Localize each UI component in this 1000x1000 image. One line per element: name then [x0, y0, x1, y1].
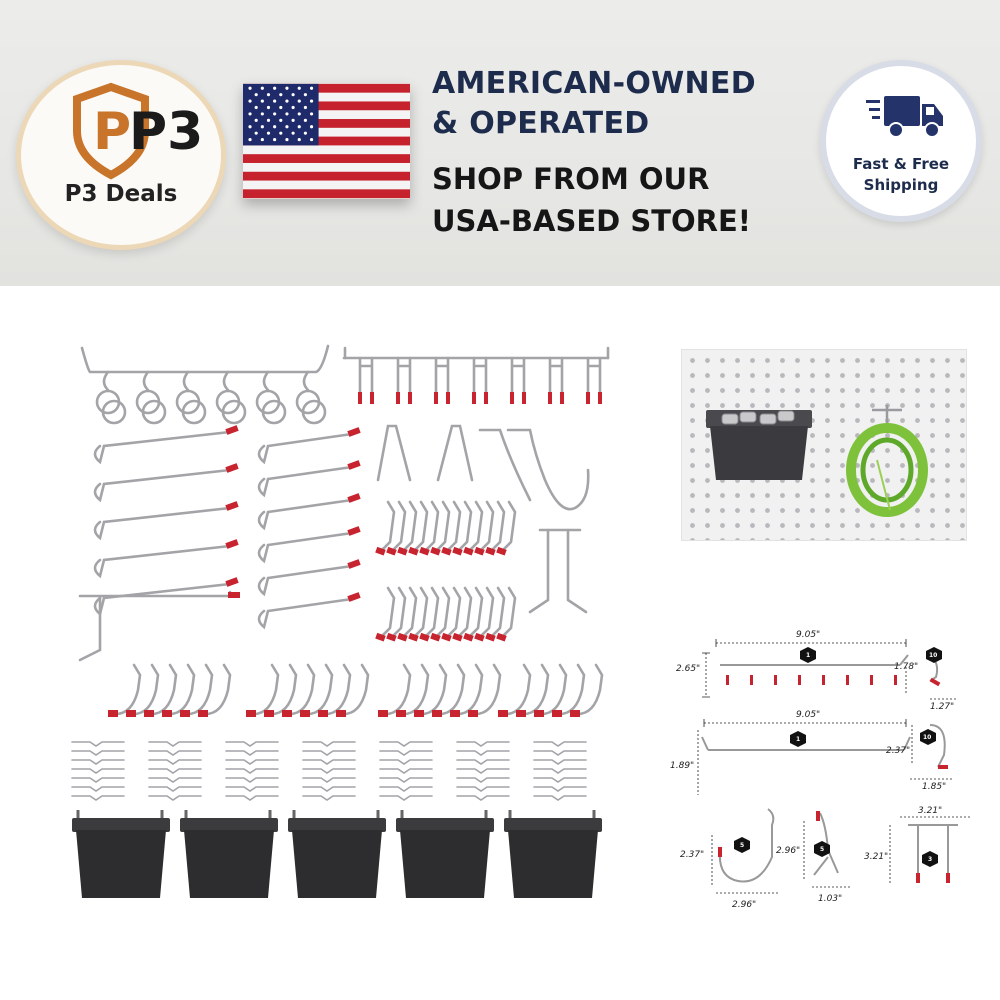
- headline-line-1: AMERICAN-OWNED: [432, 66, 756, 101]
- dim-rail1-height: 2.65": [676, 664, 700, 674]
- logo-mark: P3: [129, 102, 203, 162]
- straight-hook-rail: [342, 346, 610, 400]
- storage-bin: [288, 810, 386, 898]
- shipping-line-1: Fast & Free: [852, 155, 950, 173]
- svg-text:P: P: [93, 102, 131, 162]
- shipping-text: Fast & Free Shipping: [826, 154, 976, 196]
- storage-bin: [72, 810, 170, 898]
- pack-double-hook: 3: [928, 856, 932, 863]
- pack-10-a: 10: [929, 652, 937, 659]
- headline: AMERICAN-OWNED & OPERATED: [432, 64, 822, 144]
- subline-line-1: SHOP FROM OUR: [432, 162, 710, 196]
- dim-rail2-width: 9.05": [796, 710, 820, 720]
- logo-name: P3 Deals: [64, 181, 178, 207]
- dim-rail1-hook: 1.78": [894, 662, 918, 672]
- storage-bins: [72, 810, 602, 898]
- headline-line-2: & OPERATED: [432, 106, 650, 141]
- pack-j-hook: 5: [740, 842, 744, 849]
- dim-double-height: 3.21": [864, 852, 888, 862]
- dim-double-width: 3.21": [918, 806, 942, 816]
- medium-prong-hooks: [257, 432, 354, 630]
- locking-clips: [71, 741, 587, 801]
- dim-shook-height: 2.96": [776, 846, 800, 856]
- pack-s-hook: 5: [820, 846, 824, 853]
- delivery-truck-icon: [866, 96, 943, 138]
- dim-pack10b-height: 2.37": [886, 746, 910, 756]
- small-l-hooks: [378, 500, 517, 640]
- subline: SHOP FROM OUR USA-BASED STORE!: [432, 158, 812, 242]
- pegboard-accessory-kit-image: [71, 344, 610, 898]
- storage-bin: [504, 810, 602, 898]
- shield-icon: P P3: [73, 82, 203, 180]
- curved-hook-sets: [112, 663, 604, 716]
- dim-shook-width: 1.03": [818, 894, 842, 904]
- storage-bin: [396, 810, 494, 898]
- dim-pack10a-width: 1.27": [930, 702, 954, 712]
- shipping-badge: Fast & Free Shipping: [820, 60, 982, 222]
- p3-deals-logo: P P3 P3 Deals: [16, 60, 226, 250]
- dim-jhook-height: 2.37": [680, 850, 704, 860]
- promo-banner: P P3 P3 Deals AMERICAN-OWNED & OPERATED …: [0, 0, 1000, 286]
- loop-hook-rail: [80, 344, 330, 425]
- v-hooks: [376, 424, 474, 482]
- pack-rail-2: 1: [796, 736, 800, 743]
- dim-rail2-height: 1.89": [670, 761, 694, 771]
- dimension-diagram: 1 10 1 10 5 5 3 9.05" 2.65" 1.78" 1.27" …: [670, 630, 970, 910]
- wire-spool-on-hook: [846, 405, 928, 517]
- storage-bin: [180, 810, 278, 898]
- dim-rail1-width: 9.05": [796, 630, 820, 640]
- pack-10-b: 10: [923, 734, 931, 741]
- us-flag: [243, 83, 410, 199]
- double-prong-hook: [528, 528, 588, 614]
- dim-jhook-width: 2.96": [732, 900, 756, 910]
- shipping-line-2: Shipping: [863, 176, 939, 194]
- single-prong-hooks: [78, 430, 232, 662]
- bin-with-parts: [706, 410, 812, 480]
- dim-pack10b-width: 1.85": [922, 782, 946, 792]
- pegboard-in-use-photo: [681, 349, 967, 541]
- j-hook: [478, 428, 590, 511]
- subline-line-2: USA-BASED STORE!: [432, 204, 752, 238]
- pack-rail-1: 1: [806, 652, 810, 659]
